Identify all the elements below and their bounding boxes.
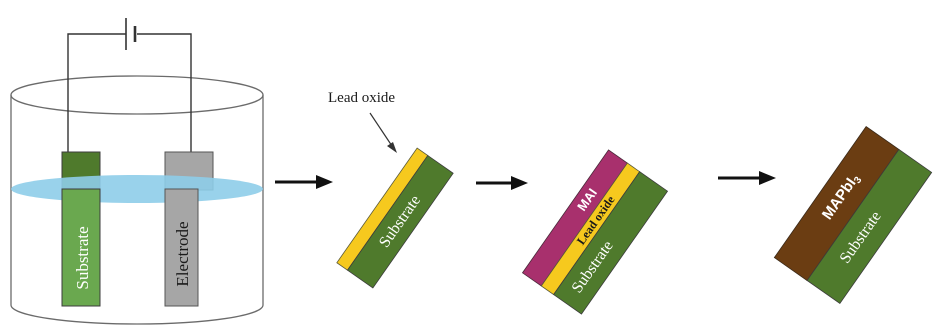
process-arrow-3 — [718, 171, 776, 185]
mapbi3-label-subscript: 3 — [852, 174, 864, 185]
substrate-slab — [346, 154, 454, 289]
substrate-slab — [806, 148, 933, 305]
electrolyte-surface — [11, 175, 263, 203]
lead-oxide-callout-label: Lead oxide — [328, 90, 395, 106]
substrate-slab — [553, 171, 669, 315]
mai-coated-stack: MAI Lead oxide Substrate — [521, 149, 669, 315]
counter-electrode — [164, 188, 199, 307]
electrodeposition-cell: Substrate Electrode — [10, 18, 264, 325]
substrate-electrode — [61, 188, 101, 307]
battery-icon — [125, 18, 137, 50]
electrode-label: Electrode — [173, 221, 192, 286]
substrate-label: Substrate — [73, 226, 92, 289]
process-arrow-2 — [476, 176, 528, 190]
process-arrow-1 — [275, 175, 333, 189]
beaker-wall — [10, 95, 264, 325]
lead-oxide-coated-substrate: Lead oxide Substrate — [328, 90, 454, 289]
mapbi3-coated-substrate: MAPbI3 Substrate — [773, 125, 933, 305]
callout-arrow-icon — [369, 112, 397, 153]
beaker-rim — [10, 75, 264, 115]
circuit-wires — [67, 33, 192, 158]
